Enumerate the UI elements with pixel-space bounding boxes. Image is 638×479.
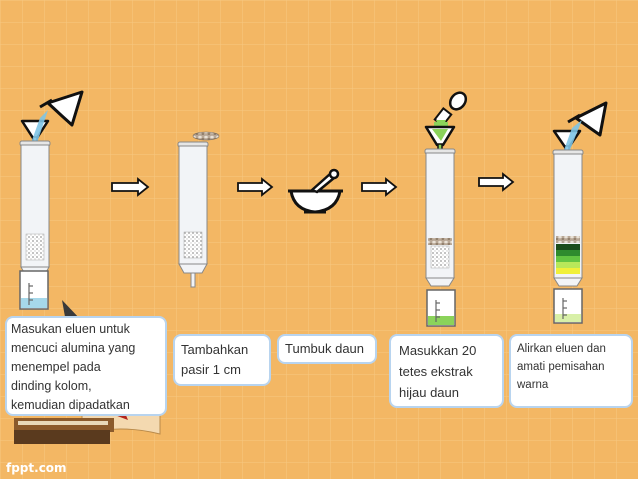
step-2-caption: Tambahkan pasir 1 cm: [173, 334, 271, 386]
arrow-3-icon: [361, 177, 398, 197]
brand-footer: fppt.com: [6, 461, 67, 475]
arrow-2-icon: [237, 177, 274, 197]
beaker-icon: [553, 288, 583, 324]
step-1-caption: Masukan eluen untuk mencuci alumina yang…: [5, 316, 167, 416]
arrow-1-icon: [111, 177, 150, 197]
column-step-1: [19, 90, 84, 310]
step-1-text: Masukan eluen untuk mencuci alumina yang…: [11, 322, 136, 412]
band-3: [556, 256, 580, 262]
band-1: [556, 244, 580, 250]
separation-bands: [556, 244, 580, 274]
mortar-pestle-icon: [288, 168, 343, 214]
step-5-text: Alirkan eluen dan amati pemisahan warna: [517, 343, 606, 391]
sand-pile-icon: [192, 131, 220, 141]
column-step-4: [424, 91, 468, 327]
step-4-text: Masukkan 20 tetes ekstrak hijau daun: [399, 343, 477, 400]
step-3-caption: Tumbuk daun: [277, 334, 377, 364]
column-step-2: [177, 131, 220, 288]
beaker-icon: [19, 270, 49, 310]
alumina-packing: [183, 231, 203, 259]
sand-layer: [556, 236, 580, 243]
alumina-packing: [25, 233, 45, 261]
alumina-packing: [430, 245, 450, 269]
column-step-5: [552, 101, 608, 324]
step-4-caption: Masukkan 20 tetes ekstrak hijau daun: [389, 334, 504, 408]
step-5-caption: Alirkan eluen dan amati pemisahan warna: [509, 334, 633, 408]
funnel-icon: [424, 125, 456, 153]
step-2-text: Tambahkan pasir 1 cm: [181, 342, 249, 377]
band-5: [556, 268, 580, 274]
sand-layer: [428, 238, 452, 245]
band-4: [556, 262, 580, 268]
pouring-flask-icon: [567, 101, 608, 137]
arrow-4-icon: [478, 172, 515, 192]
step-3-text: Tumbuk daun: [285, 341, 365, 356]
pouring-flask-icon: [39, 90, 84, 127]
beaker-icon: [426, 289, 456, 327]
band-2: [556, 250, 580, 256]
